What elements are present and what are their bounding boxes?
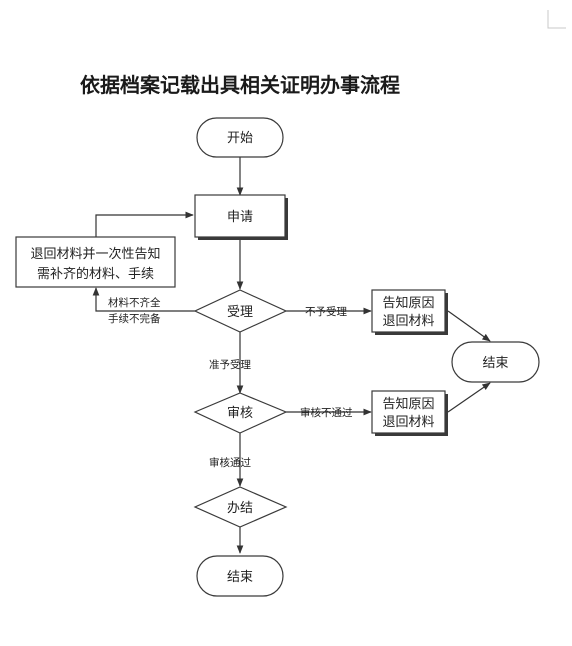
node-end-right: 结束 — [451, 341, 540, 383]
node-accept-label: 受理 — [227, 305, 253, 320]
node-return-materials: 退回材料并一次性告知 需补齐的材料、手续 — [15, 236, 176, 288]
node-notify-reject-2: 告知原因 退回材料 — [371, 390, 448, 436]
edge-label-accepted: 准予受理 — [209, 359, 251, 371]
node-complete-label: 办结 — [227, 501, 253, 516]
edge-label-review-failed: 审核不通过 — [300, 406, 353, 419]
node-notify-reject-1: 告知原因 退回材料 — [371, 289, 448, 335]
edge-label-review-passed: 审核通过 — [209, 456, 251, 469]
page-title: 依据档案记载出具相关证明办事流程 — [80, 73, 400, 97]
edge-label-incomplete-2: 手续不完备 — [108, 312, 161, 325]
node-complete: 办结 — [193, 486, 288, 528]
node-notify-reject-1-line2: 退回材料 — [382, 314, 434, 329]
connectors — [92, 157, 491, 554]
node-apply-label: 申请 — [227, 210, 253, 225]
node-apply: 申请 — [194, 194, 288, 240]
node-review-label: 审核 — [227, 406, 253, 421]
node-start: 开始 — [196, 117, 284, 158]
node-accept: 受理 — [193, 289, 288, 333]
edge-return-apply — [95, 211, 194, 237]
node-review: 审核 — [193, 392, 288, 434]
edge-label-not-accepted: 不予受理 — [305, 306, 347, 318]
node-notify-reject-2-line2: 退回材料 — [382, 415, 434, 430]
node-notify-reject-1-line1: 告知原因 — [382, 295, 434, 311]
node-start-label: 开始 — [227, 131, 253, 146]
edge-label-incomplete-1: 材料不齐全 — [108, 296, 161, 309]
node-return-materials-line1: 退回材料并一次性告知 — [30, 246, 160, 262]
node-notify-reject-2-line1: 告知原因 — [382, 396, 434, 412]
node-end-bottom-label: 结束 — [227, 570, 253, 585]
edge-notify1-end — [447, 310, 491, 342]
edge-labels: 材料不齐全 手续不完备 不予受理 准予受理 审核不通过 审核通过 — [108, 296, 353, 469]
edge-notify2-end — [447, 382, 491, 413]
node-end-right-label: 结束 — [482, 356, 508, 371]
node-return-materials-line2: 需补齐的材料、手续 — [37, 266, 154, 282]
page-corner-mark — [547, 10, 566, 29]
edge-accept-return — [92, 287, 195, 312]
node-end-bottom: 结束 — [196, 555, 284, 597]
